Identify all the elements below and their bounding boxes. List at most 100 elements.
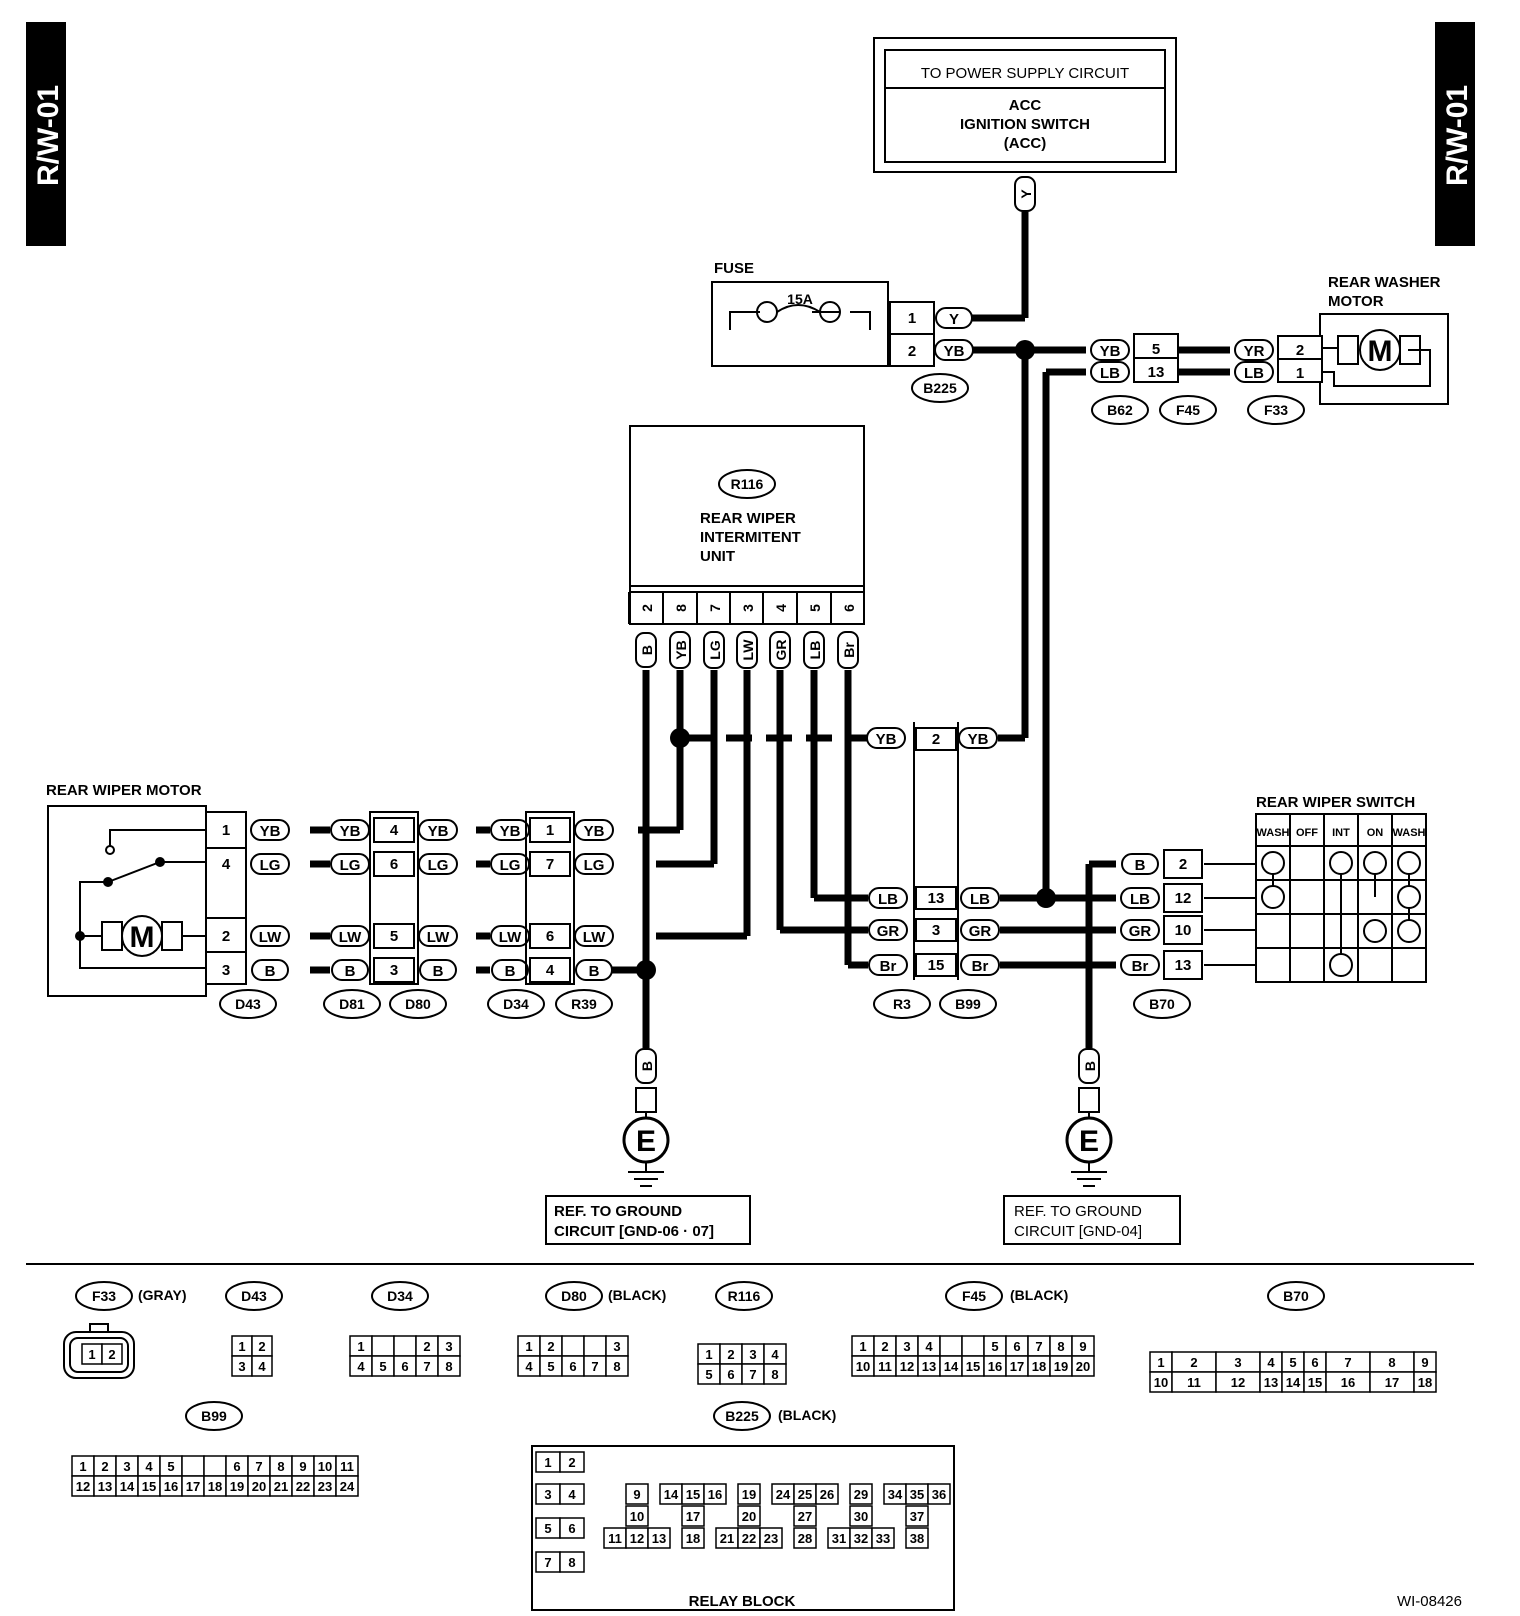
- d34-wire-0: YB: [500, 823, 521, 840]
- d81-wire-3: B: [345, 963, 356, 980]
- legend-b99-pin-15: 15: [142, 1479, 156, 1494]
- ground-right-wire: B: [1082, 1061, 1098, 1071]
- legend-b225-n-cell: [815, 1483, 839, 1505]
- legend-f45-pin-12: 12: [900, 1359, 914, 1374]
- legend-d80-cell: [605, 1355, 629, 1377]
- switch-wire-1-pill: [1120, 887, 1160, 909]
- figure-id: WI-08426: [1397, 1593, 1462, 1610]
- legend-b70-pin-9: 9: [1421, 1355, 1428, 1370]
- r39-wire-3: B: [589, 963, 600, 980]
- unit-wire-LW: LW: [740, 639, 756, 661]
- washer-connector-id-2: F45: [1176, 402, 1200, 418]
- d81-wire-0: YB: [340, 823, 361, 840]
- washer-wire-right-bottom: LB: [1244, 365, 1264, 382]
- legend-f33-cell: [101, 1343, 123, 1365]
- legend-b225-n-pin-25: 25: [798, 1487, 812, 1502]
- legend-b225-t-pin-34: 34: [888, 1487, 903, 1502]
- legend-r116-pin-4: 4: [771, 1347, 779, 1362]
- legend-b225-b-cell: [559, 1483, 585, 1505]
- legend-f45-pin-14: 14: [944, 1359, 959, 1374]
- legend-b99-pin-7: 7: [255, 1459, 262, 1474]
- wiper-motor-symbol: M: [130, 921, 155, 954]
- legend-f33-id: F33: [92, 1288, 116, 1304]
- fuse-block: FUSE 15A 1 2: [711, 260, 935, 367]
- unit-pin-7: 7: [707, 604, 723, 612]
- ground-left-ref-2: CIRCUIT [GND-06 · 07]: [554, 1223, 714, 1240]
- washer-motor-symbol: M: [1368, 335, 1393, 368]
- legend-b225-f-pin-10: 10: [630, 1509, 644, 1524]
- legend-b225-m-pin-22: 22: [742, 1531, 756, 1546]
- switch-pin-13: 13: [1175, 957, 1192, 974]
- mid-pin-15: 15: [928, 957, 945, 974]
- d34-wire-2: LW: [499, 929, 522, 946]
- washer-wire-left-top: YB: [1100, 343, 1121, 360]
- legend-b225-j-pin-18: 18: [686, 1531, 700, 1546]
- legend-b225-m-cell: [759, 1527, 783, 1549]
- motor-connector-id-3: D80: [405, 996, 431, 1012]
- legend-b225-r-pin-30: 30: [854, 1509, 868, 1524]
- legend-d43-cell: [251, 1355, 273, 1377]
- mid-connector-id-2: B99: [955, 996, 981, 1012]
- switch-pin-10-cell: [1163, 915, 1203, 945]
- legend-d43-pin-2: 2: [258, 1339, 265, 1354]
- fuse-wire-1-pill: [935, 307, 973, 329]
- legend-b70-pin-1: 1: [1157, 1355, 1164, 1370]
- unit-wire-LG-pill: [703, 631, 725, 669]
- legend-b99-pin-2: 2: [101, 1459, 108, 1474]
- motor-connector-id-5-outline: [555, 989, 613, 1019]
- unit-pin-8: 8: [673, 604, 689, 612]
- legend-d34-id-outline: [371, 1281, 429, 1311]
- legend-b225-a-cell: [559, 1451, 585, 1473]
- motor-wire-3-pill: [251, 959, 289, 981]
- legend-b225-g-cell: [647, 1527, 671, 1549]
- legend-f45-color: (BLACK): [1010, 1287, 1068, 1303]
- washer-title-1: REAR WASHER: [1328, 274, 1441, 291]
- r39-pin-1-cell: [529, 851, 571, 877]
- motor-connector-id-2: D81: [339, 996, 365, 1012]
- mid-yb-left-pill: [866, 727, 906, 749]
- legend-f45-pin-18: 18: [1032, 1359, 1046, 1374]
- legend-b99-pin-23: 23: [318, 1479, 332, 1494]
- legend-f45-pin-8: 8: [1057, 1339, 1064, 1354]
- mid-left-wire-2: Br: [880, 958, 897, 975]
- switch-wire-0-pill: [1121, 853, 1159, 875]
- unit-wire-B: B: [639, 645, 655, 655]
- legend-b99-cell: [181, 1455, 205, 1477]
- legend-d80-cell: [583, 1335, 607, 1357]
- ground-left-wire-pill: [635, 1048, 657, 1084]
- ground-right-symbol: E: [1079, 1125, 1099, 1158]
- r39-pin-2-cell: [529, 923, 571, 949]
- legend-b225-g-pin-12: 12: [630, 1531, 644, 1546]
- switch-wire-3-pill: [1120, 954, 1160, 976]
- unit-line-2: INTERMITENT: [700, 529, 801, 546]
- legend-b225-g-pin-13: 13: [652, 1531, 666, 1546]
- legend-b70-pin-12: 12: [1231, 1375, 1245, 1390]
- legend-b70-pin-4: 4: [1267, 1355, 1275, 1370]
- legend-d80-id-outline: [545, 1281, 603, 1311]
- ground-right-ref-2: CIRCUIT [GND-04]: [1014, 1223, 1142, 1240]
- power-supply-title: TO POWER SUPPLY CIRCUIT: [921, 65, 1129, 82]
- washer-connector-id-1-outline: [1091, 395, 1149, 425]
- legend-b225-a-pin-1: 1: [544, 1455, 551, 1470]
- legend-d80-pin-6: 6: [569, 1359, 576, 1374]
- unit-wire-Br-pill: [837, 631, 859, 669]
- legend-b70-pin-14: 14: [1286, 1375, 1301, 1390]
- rear-washer-motor: REAR WASHER MOTOR 2 1 M 5 13: [1133, 274, 1449, 405]
- legend-b70-pin-10: 10: [1154, 1375, 1168, 1390]
- ground-right-ref-1: REF. TO GROUND: [1014, 1203, 1142, 1220]
- legend-b225-n-pin-24: 24: [776, 1487, 791, 1502]
- d80-pin-0-cell: [373, 817, 415, 843]
- legend-f45-cell: [939, 1335, 963, 1357]
- rear-wiper-intermittent-unit: REAR WIPER INTERMITENT UNIT: [629, 425, 865, 625]
- legend-b99-pin-17: 17: [186, 1479, 200, 1494]
- mid-left-wire-0-pill: [868, 887, 908, 909]
- d80-wire-3: B: [433, 963, 444, 980]
- mid-pin-3: 3: [932, 922, 940, 939]
- legend-b225-color: (BLACK): [778, 1407, 836, 1423]
- legend-b225-u-pin-37: 37: [910, 1509, 924, 1524]
- legend-b225-c-pin-6: 6: [568, 1521, 575, 1536]
- f33-connector-face: [63, 1323, 135, 1379]
- motor-pin-4: 4: [222, 856, 231, 873]
- motor-connector-id-2-outline: [323, 989, 381, 1019]
- motor-wire-2: LW: [259, 929, 282, 946]
